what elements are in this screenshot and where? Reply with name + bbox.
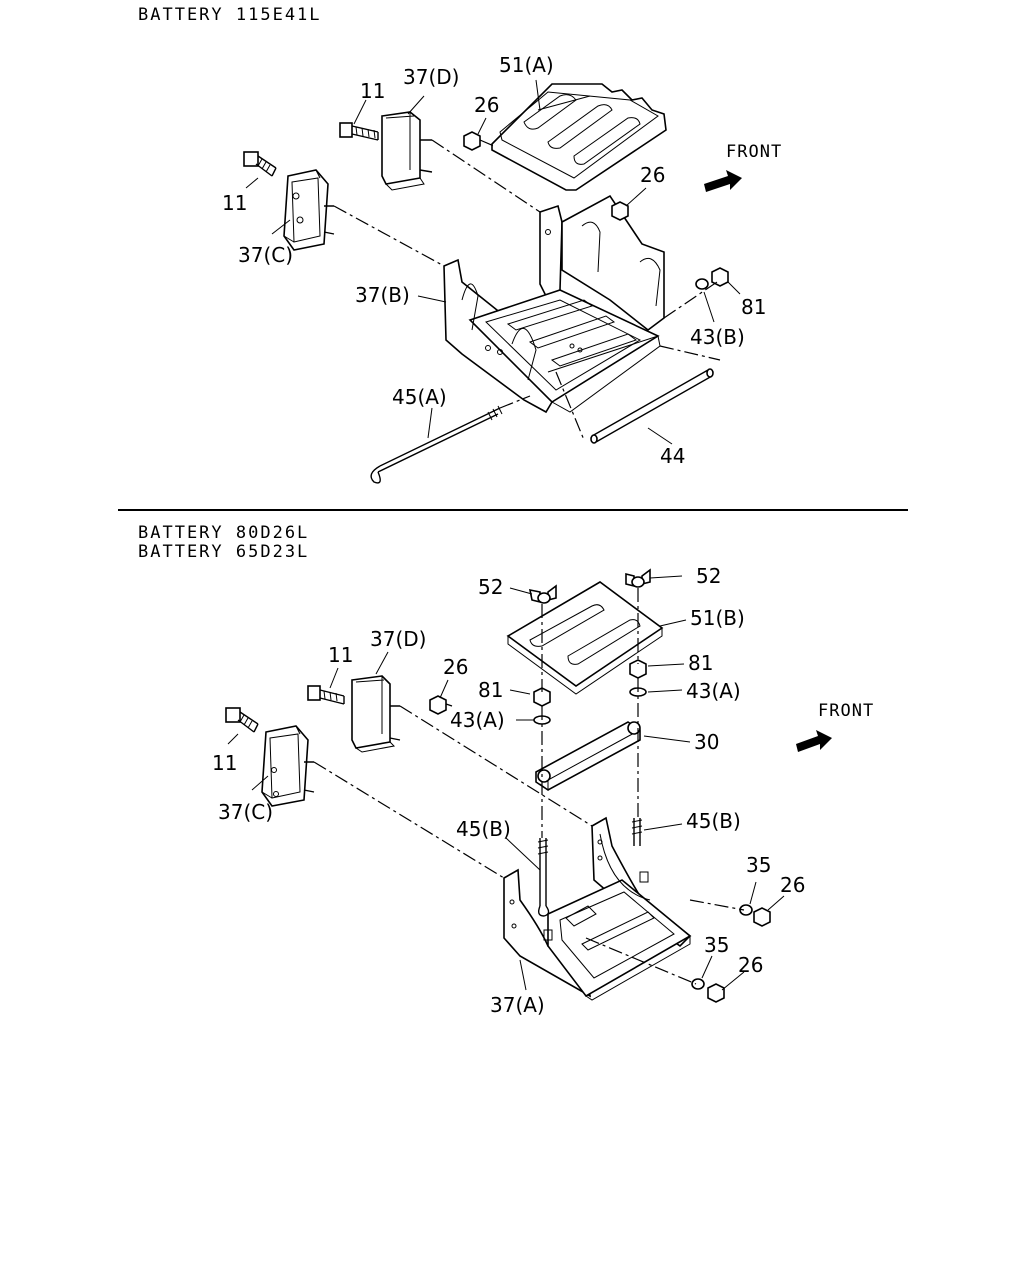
bracket-37d-lower [351, 675, 401, 753]
front-label-bottom: FRONT [818, 701, 874, 721]
callout-26-right-b: 26 [780, 873, 805, 897]
nut-26-right-b [753, 907, 771, 927]
callout-45b-left: 45(B) [456, 817, 511, 841]
section-divider [118, 509, 908, 511]
front-arrow-top [704, 170, 742, 192]
wing-nut-52-left [528, 584, 557, 604]
callout-43a-left: 43(A) [450, 708, 505, 732]
washer-43b [695, 278, 709, 290]
nut-26-lower-b [707, 983, 725, 1003]
bolt-11-left [243, 151, 277, 177]
callout-26-lower-b: 26 [738, 953, 763, 977]
battery-tray-37a [503, 816, 692, 1001]
callout-26-upper-b: 26 [443, 655, 468, 679]
bolt-11-left-b [225, 707, 259, 733]
nut-26-upper [463, 131, 481, 151]
callout-11-left-b: 11 [212, 751, 237, 775]
top-assembly: 11 37(D) 51(A) 26 26 11 37(C) 37(B) 81 4… [222, 53, 782, 484]
battery-cover-51a [491, 83, 667, 191]
j-bolt-45b-right [631, 818, 643, 846]
callout-37c-lower: 37(C) [218, 800, 273, 824]
front-arrow-bottom [796, 730, 832, 752]
front-label-top: FRONT [726, 142, 782, 162]
callout-44: 44 [660, 444, 685, 468]
callout-35-upper: 35 [746, 853, 771, 877]
callout-43a-right: 43(A) [686, 679, 741, 703]
nut-26-upper-b [429, 695, 447, 715]
callout-26-right: 26 [640, 163, 665, 187]
section-title-top: BATTERY 115E41L [138, 5, 322, 25]
j-bolt-45b-left [537, 838, 550, 917]
rod-44 [590, 368, 714, 444]
bracket-37c-lower [261, 725, 315, 807]
bottom-assembly: 52 52 51(B) 11 37(D) 26 81 81 43(A) 43(A… [212, 564, 874, 1017]
callout-26-upper: 26 [474, 93, 499, 117]
callout-81-left: 81 [478, 678, 503, 702]
callout-37c: 37(C) [238, 243, 293, 267]
clamp-bar-30 [535, 721, 641, 791]
section-title-bottom-1: BATTERY 80D26L [138, 523, 310, 543]
callout-11-left: 11 [222, 191, 247, 215]
callout-52-right: 52 [696, 564, 721, 588]
callout-81-right: 81 [688, 651, 713, 675]
callout-37a: 37(A) [490, 993, 545, 1017]
wing-nut-52-right [625, 568, 651, 588]
nut-81-right [629, 659, 647, 679]
callout-51a: 51(A) [499, 53, 554, 77]
callout-11-upper-b: 11 [328, 643, 353, 667]
callout-45a: 45(A) [392, 385, 447, 409]
callout-30: 30 [694, 730, 719, 754]
bolt-11-upper-b [307, 685, 345, 705]
bracket-37d-upper [381, 111, 433, 191]
callout-37d: 37(D) [403, 65, 459, 89]
callout-45b-right: 45(B) [686, 809, 741, 833]
battery-cover-51b [506, 581, 664, 695]
callout-35-lower: 35 [704, 933, 729, 957]
battery-tray-37b [443, 194, 665, 414]
bracket-37c-upper [283, 169, 335, 251]
callout-11-upper: 11 [360, 79, 385, 103]
callout-37b: 37(B) [355, 283, 410, 307]
washer-35-upper [739, 904, 753, 916]
callout-37d-lower: 37(D) [370, 627, 426, 651]
callout-43b: 43(B) [690, 325, 745, 349]
nut-26-right [611, 201, 629, 221]
section-title-bottom-2: BATTERY 65D23L [138, 542, 310, 562]
washer-35-lower [691, 978, 705, 990]
bolt-11-upper [339, 122, 379, 141]
hook-rod-45a [370, 405, 503, 484]
callout-52-left: 52 [478, 575, 503, 599]
callout-81: 81 [741, 295, 766, 319]
callout-51b: 51(B) [690, 606, 745, 630]
